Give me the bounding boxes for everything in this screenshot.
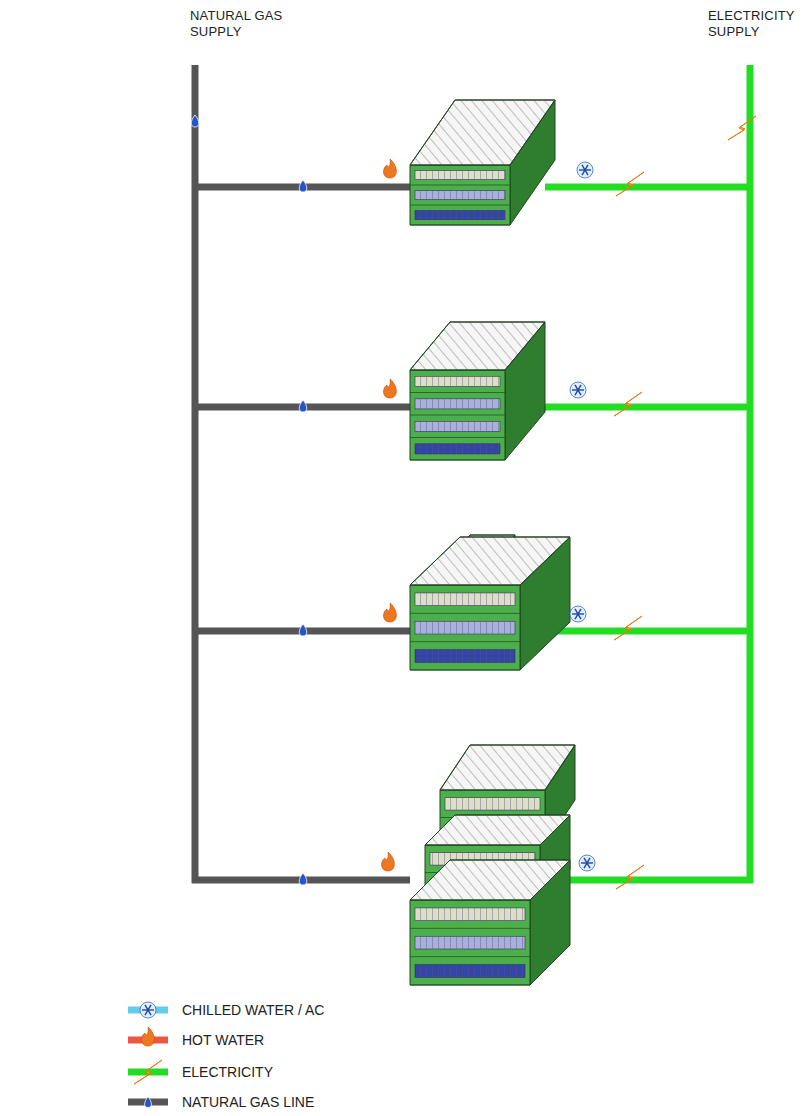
floor-line xyxy=(410,225,510,226)
floor-line xyxy=(410,613,520,614)
electric-branch-line xyxy=(525,404,753,411)
building-roof xyxy=(410,537,570,585)
floor-line xyxy=(410,985,530,986)
gas-drop-symbol xyxy=(191,115,199,127)
snowflake-symbol xyxy=(570,606,586,622)
building-block xyxy=(410,537,570,670)
gas-drop-symbol xyxy=(299,624,307,636)
building-front xyxy=(410,900,530,985)
building-front xyxy=(410,165,510,225)
lightning-bolt-symbol xyxy=(614,392,642,416)
window-grid xyxy=(415,376,500,386)
snowflake-symbol xyxy=(577,162,593,178)
window-band xyxy=(445,798,540,810)
window-grid xyxy=(445,798,540,810)
window-grid xyxy=(415,191,505,200)
building-front xyxy=(410,585,520,670)
legend-text: HOT WATER xyxy=(182,1031,264,1049)
floor-line xyxy=(410,205,510,206)
floor-line xyxy=(410,956,530,957)
roof-stripes xyxy=(440,745,575,790)
window-band xyxy=(415,965,525,978)
floor-line xyxy=(410,185,510,186)
gas-drop-symbol xyxy=(145,1097,152,1108)
roof-stripes xyxy=(410,860,570,900)
floor-line xyxy=(410,641,520,642)
flame-symbol xyxy=(384,603,397,622)
building-block xyxy=(410,322,545,460)
window-grid xyxy=(415,421,500,431)
window-grid xyxy=(415,650,515,663)
window-band xyxy=(415,421,500,431)
lightning-bolt-symbol xyxy=(134,1060,162,1084)
floor-line xyxy=(410,415,505,416)
window-grid xyxy=(415,621,515,634)
flame-symbol xyxy=(142,1027,155,1046)
flame-symbol xyxy=(384,159,397,178)
building-roof xyxy=(410,322,545,370)
window-band xyxy=(415,593,515,606)
window-band xyxy=(415,936,525,949)
pipe-symbols xyxy=(191,115,756,889)
supply-label: ELECTRICITY SUPPLY xyxy=(708,8,800,40)
gas-drop-symbol xyxy=(299,873,307,885)
window-grid xyxy=(415,908,525,921)
lightning-bolt-symbol xyxy=(616,172,644,196)
roof-stripes xyxy=(410,537,570,585)
legend-text: ELECTRICITY xyxy=(182,1063,273,1081)
electric-branch-line xyxy=(550,877,753,884)
window-band xyxy=(415,621,515,634)
roof-stripes xyxy=(410,100,555,165)
building-block xyxy=(410,100,555,225)
window-grid xyxy=(415,444,500,454)
window-band xyxy=(415,908,525,921)
buildings xyxy=(410,100,575,985)
window-band xyxy=(415,171,505,180)
flame-symbol xyxy=(382,852,395,871)
window-band xyxy=(415,211,505,220)
window-grid xyxy=(415,965,525,978)
legend-text: NATURAL GAS LINE xyxy=(182,1093,314,1111)
gas-drop-symbol xyxy=(299,180,307,192)
window-grid xyxy=(415,593,515,606)
gas-drop-symbol xyxy=(299,400,307,412)
snowflake-symbol xyxy=(140,1002,156,1018)
building-roof xyxy=(410,860,570,900)
floor-line xyxy=(410,928,530,929)
legend-samples xyxy=(128,1002,168,1108)
pipe-network xyxy=(192,65,753,883)
electric-branch-line xyxy=(545,628,753,635)
supply-label: NATURAL GAS SUPPLY xyxy=(190,8,286,40)
floor-line xyxy=(410,460,505,461)
snowflake-symbol xyxy=(579,855,595,871)
snowflake-symbol xyxy=(570,382,586,398)
lightning-bolt-symbol xyxy=(614,616,642,640)
window-band xyxy=(415,650,515,663)
floor-line xyxy=(410,392,505,393)
flame-symbol xyxy=(384,379,397,398)
window-grid xyxy=(415,171,505,180)
floor-line xyxy=(410,670,520,671)
window-band xyxy=(415,444,500,454)
lightning-bolt-symbol xyxy=(728,116,756,140)
window-band xyxy=(415,399,500,409)
building-front xyxy=(410,370,505,460)
lightning-bolt-symbol xyxy=(616,865,644,889)
building-roof xyxy=(425,815,570,845)
window-grid xyxy=(415,211,505,220)
building-block xyxy=(410,860,570,985)
building-roof xyxy=(440,745,575,790)
legend-text: CHILLED WATER / AC xyxy=(182,1001,324,1019)
window-grid xyxy=(415,936,525,949)
electric-branch-line xyxy=(545,184,753,191)
building-roof xyxy=(410,100,555,165)
window-grid xyxy=(415,399,500,409)
roof-stripes xyxy=(425,815,570,845)
roof-stripes xyxy=(410,322,545,370)
floor-line xyxy=(410,437,505,438)
window-band xyxy=(415,376,500,386)
window-band xyxy=(415,191,505,200)
